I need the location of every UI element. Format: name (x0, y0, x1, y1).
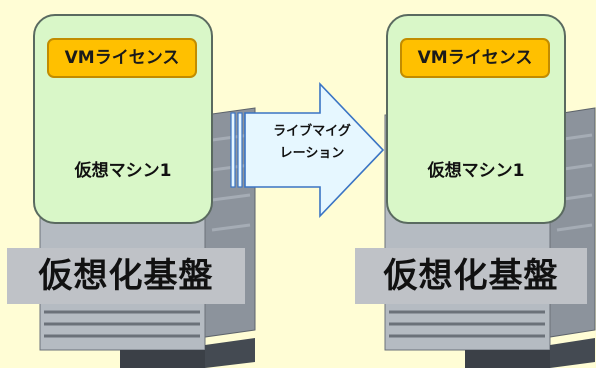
virtual-machine-card-right: VMライセンス 仮想マシン1 (386, 14, 566, 224)
vm-name-right: 仮想マシン1 (427, 161, 525, 181)
server-tower-left (39, 107, 256, 368)
virtualization-platform-label-left: 仮想化基盤 (7, 248, 245, 304)
live-migration-label-line2: レーション (279, 146, 345, 161)
live-migration-label-line1: ライブマイグ (273, 124, 351, 139)
virtualization-platform-label-right: 仮想化基盤 (355, 248, 587, 304)
vm-license-badge-right: VMライセンス (400, 38, 550, 78)
live-migration-label: ライブマイグ レーション (252, 121, 372, 165)
virtual-machine-card-left: VMライセンス 仮想マシン1 (33, 14, 213, 224)
migration-arrow (230, 82, 385, 218)
vm-license-badge-left: VMライセンス (47, 38, 197, 78)
vm-name-left: 仮想マシン1 (74, 161, 172, 181)
